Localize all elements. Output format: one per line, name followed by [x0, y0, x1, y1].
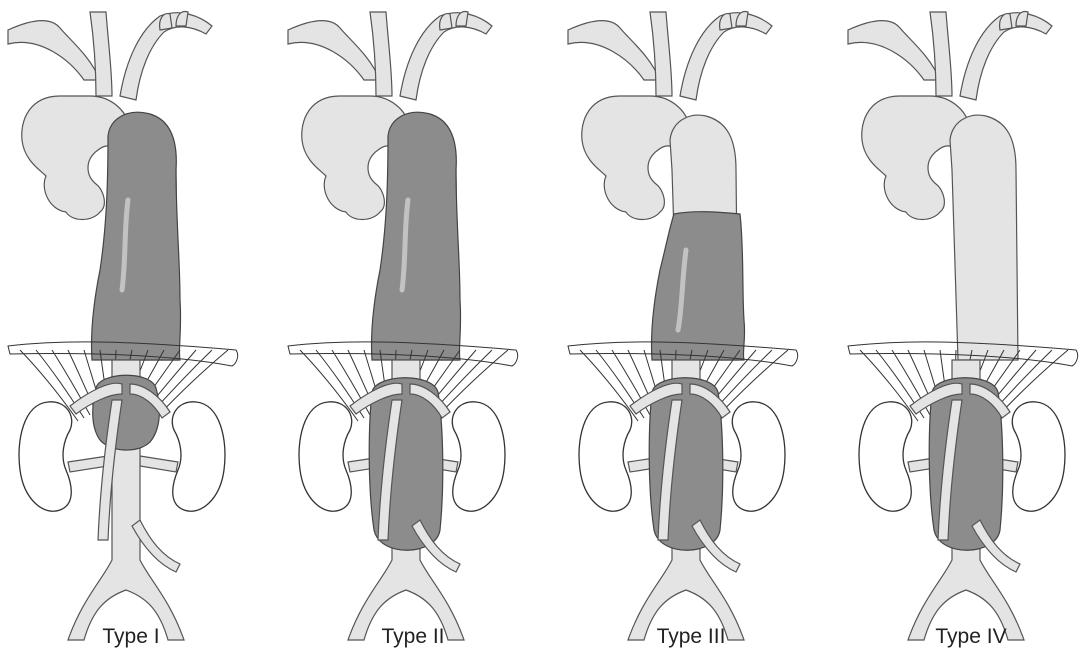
panel-caption-type-4: Type IV	[871, 625, 1071, 649]
right-renal-artery	[140, 456, 178, 472]
left-kidney	[19, 402, 72, 511]
panel-caption-type-1: Type I	[31, 625, 231, 649]
left-upper-branch	[568, 21, 660, 80]
central-branch	[90, 12, 112, 96]
thoracic-aneurysm-segment	[651, 212, 744, 360]
panel-type-2	[288, 12, 518, 640]
left-upper-branch	[8, 21, 100, 80]
panel-caption-type-2: Type II	[313, 625, 513, 649]
left-kidney	[299, 402, 352, 511]
central-branch	[370, 12, 392, 96]
right-kidney	[1012, 402, 1065, 511]
right-kidney	[732, 402, 785, 511]
panel-caption-type-3: Type III	[591, 625, 791, 649]
descending-thoracic-aorta	[950, 115, 1018, 360]
thoracic-aneurysm-segment	[371, 112, 460, 360]
left-kidney	[579, 402, 632, 511]
panel-type-1	[8, 12, 238, 640]
left-renal-artery	[68, 456, 108, 472]
left-upper-branch	[848, 21, 940, 80]
left-kidney	[859, 402, 912, 511]
central-branch	[650, 12, 672, 96]
left-upper-branch	[288, 21, 380, 80]
central-branch	[930, 12, 952, 96]
right-kidney	[452, 402, 505, 511]
thoracic-aneurysm-segment	[91, 112, 180, 360]
panel-type-4	[848, 12, 1078, 640]
right-kidney	[172, 402, 225, 511]
panel-type-3	[568, 12, 798, 640]
